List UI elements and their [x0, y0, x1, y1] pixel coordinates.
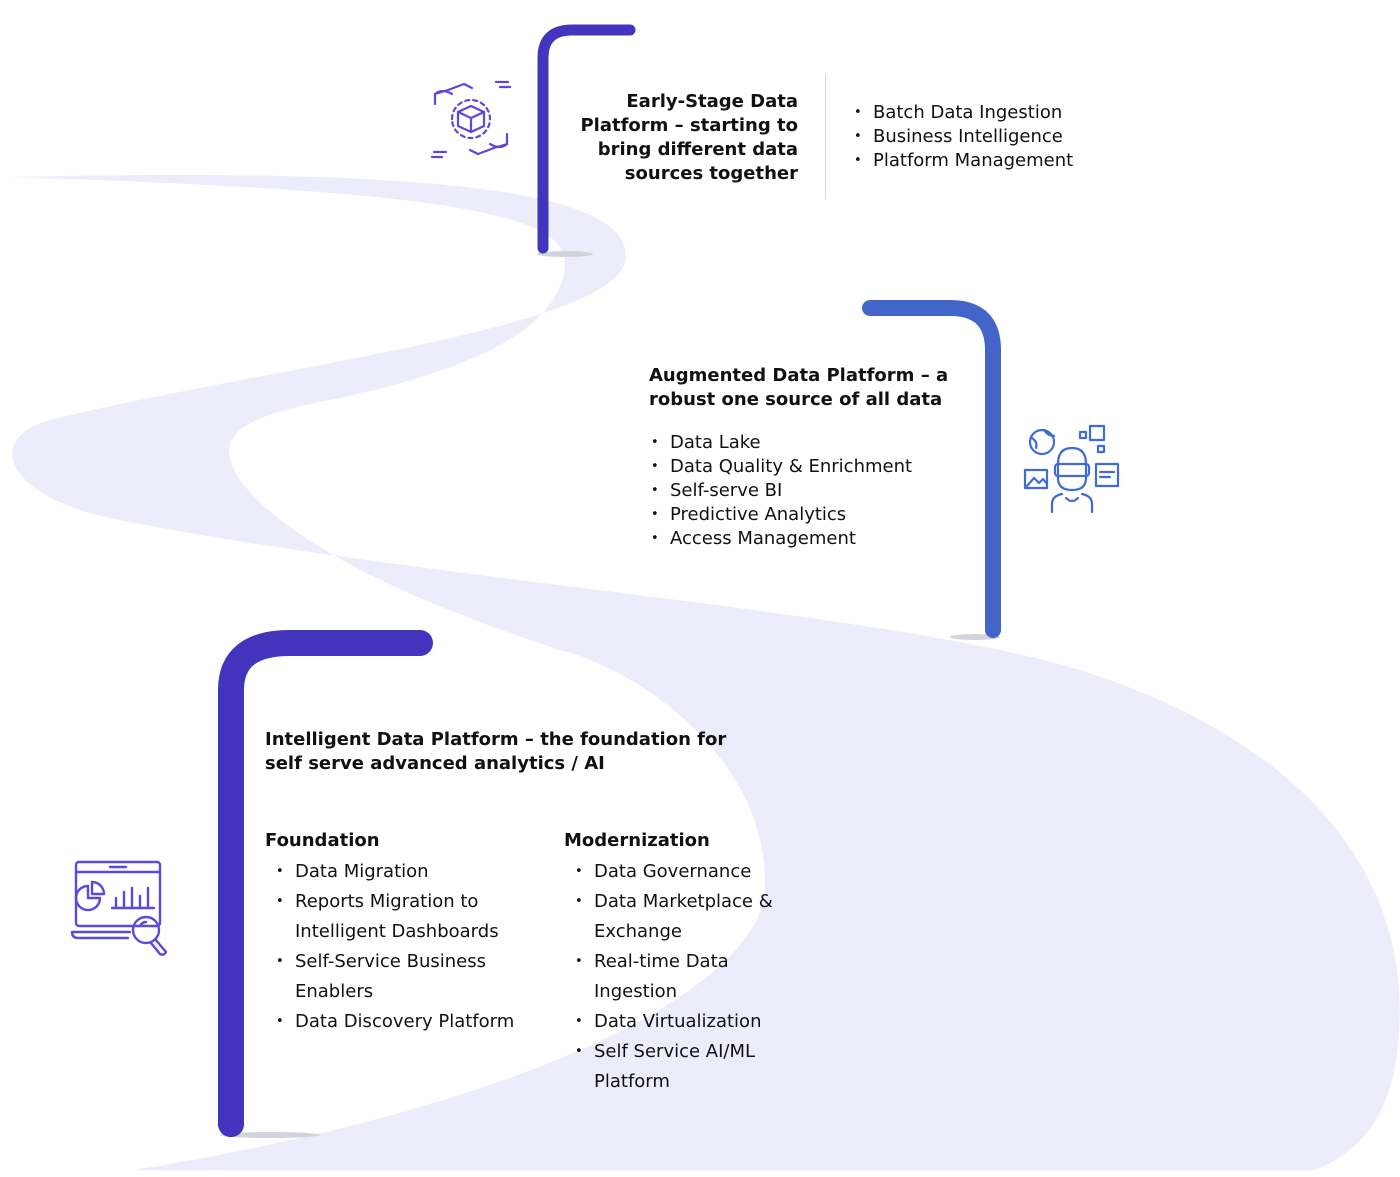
list-item: Access Management	[648, 527, 968, 551]
list-item: Data Virtualization	[572, 1007, 804, 1037]
list-item: Platform Management	[851, 149, 1151, 173]
foundation-column: Foundation Data Migration Reports Migrat…	[265, 829, 555, 1037]
list-item: Business Intelligence	[851, 125, 1151, 149]
stage1-divider	[825, 74, 826, 199]
list-item: Real-time Data Ingestion	[572, 947, 804, 1007]
list-item: Data Marketplace & Exchange	[572, 887, 804, 947]
foundation-list: Data Migration Reports Migration to Inte…	[265, 857, 555, 1037]
list-item: Data Discovery Platform	[273, 1007, 555, 1037]
list-item: Self Service AI/ML Platform	[572, 1037, 804, 1097]
stage2-list: Data Lake Data Quality & Enrichment Self…	[648, 431, 968, 551]
foundation-heading: Foundation	[265, 830, 380, 851]
stage1-pin	[537, 24, 636, 254]
modernization-column: Modernization Data Governance Data Marke…	[564, 829, 804, 1097]
list-item: Data Governance	[572, 857, 804, 887]
stage1-title: Early-Stage Data Platform – starting to …	[580, 91, 798, 184]
list-item: Predictive Analytics	[648, 503, 968, 527]
analytics-laptop-icon	[70, 858, 170, 958]
stage2-pin	[862, 300, 1001, 638]
list-item: Reports Migration to Intelligent Dashboa…	[273, 887, 555, 947]
box-hands-icon	[430, 78, 512, 160]
list-item: Data Lake	[648, 431, 968, 455]
modernization-heading: Modernization	[564, 830, 710, 851]
list-item: Data Quality & Enrichment	[648, 455, 968, 479]
modernization-list: Data Governance Data Marketplace & Excha…	[564, 857, 804, 1097]
list-item: Batch Data Ingestion	[851, 101, 1151, 125]
stage3-pin	[218, 630, 433, 1137]
stage2-title: Augmented Data Platform – a robust one s…	[649, 365, 949, 410]
list-item: Self-Service Business Enablers	[273, 947, 555, 1007]
stage3-title: Intelligent Data Platform – the foundati…	[265, 729, 727, 774]
list-item: Self-serve BI	[648, 479, 968, 503]
winding-road	[10, 174, 1400, 1170]
vr-user-icon	[1022, 424, 1122, 514]
stage1-list: Batch Data Ingestion Business Intelligen…	[851, 101, 1151, 173]
list-item: Data Migration	[273, 857, 555, 887]
